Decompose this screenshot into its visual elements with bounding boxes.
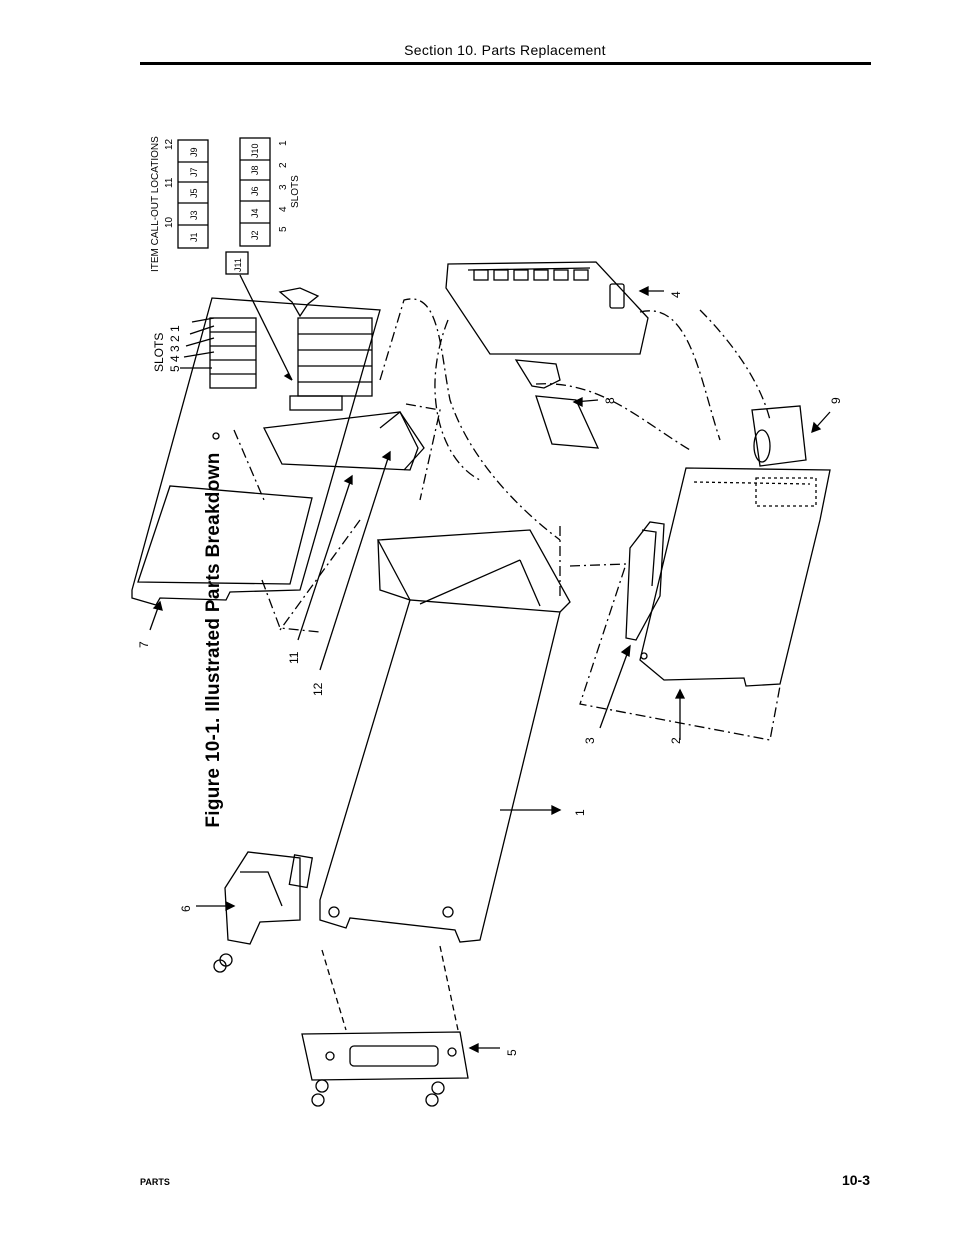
legend-slot-2: 2: [278, 162, 289, 168]
legend-slot-5: 5: [278, 226, 289, 232]
connector-block: [599, 521, 665, 729]
legend-bottom-row-frame: [239, 137, 271, 247]
board-slots-label: SLOTS: [152, 333, 166, 372]
legend-j10: J10: [250, 143, 260, 158]
legend-j5: J5: [189, 188, 199, 198]
legend-j11: J11: [233, 258, 243, 272]
callout-9: 9: [829, 397, 843, 404]
legend-j7: J7: [189, 167, 199, 177]
callout-3: 3: [583, 737, 597, 744]
legend-top-number-10: 10: [164, 216, 175, 228]
footer-section-label: PARTS: [140, 1177, 170, 1187]
header-rule: [140, 62, 871, 65]
legend-top-row-frame: [177, 139, 209, 249]
page-number: 10-3: [841, 1172, 870, 1188]
callout-6: 6: [179, 905, 193, 912]
speaker-cylinder: [751, 405, 831, 467]
legend-j1: J1: [189, 232, 199, 242]
leader-lines: [149, 450, 391, 671]
callout-8: 8: [603, 397, 617, 404]
chassis-housing: [288, 529, 571, 943]
page-header-title: Section 10. Parts Replacement: [404, 42, 606, 58]
main-circuit-board: [131, 287, 425, 606]
legend-j4: J4: [250, 208, 260, 218]
callout-legend: ITEM CALL-OUT LOCATIONS 10 11 12 J1 J3 J…: [150, 136, 301, 381]
front-bracket: [196, 851, 301, 973]
ribbon-cable: [514, 359, 600, 449]
legend-j2: J2: [250, 230, 260, 240]
callout-4: 4: [669, 291, 683, 298]
callout-7: 7: [137, 641, 151, 648]
legend-j8: J8: [250, 165, 260, 175]
legend-slot-4: 4: [278, 206, 289, 212]
callout-5: 5: [505, 1049, 519, 1056]
legend-title: ITEM CALL-OUT LOCATIONS: [150, 136, 161, 272]
figure-caption: Figure 10-1. Illustrated Parts Breakdown: [203, 452, 224, 828]
board-slot-numbers: 5 4 3 2 1: [168, 325, 182, 372]
legend-j11-box: [225, 251, 249, 275]
legend-slots-label: SLOTS: [290, 175, 301, 208]
board-slot-arrows: [180, 317, 215, 369]
legend-slot-3: 3: [278, 184, 289, 190]
power-supply-board: [639, 467, 831, 740]
callout-11: 11: [287, 651, 301, 664]
callout-2: 2: [669, 737, 683, 744]
callout-12: 12: [311, 682, 325, 696]
legend-top-number-12: 12: [164, 138, 175, 150]
rear-panel: [301, 945, 500, 1107]
legend-j3: J3: [189, 210, 199, 220]
legend-top-number-11: 11: [164, 177, 175, 188]
callout-1: 1: [573, 809, 587, 816]
keyboard-module: [445, 261, 664, 355]
assembly-guide-lines: [233, 298, 781, 741]
legend-j6: J6: [250, 186, 260, 196]
legend-j9: J9: [189, 147, 199, 157]
legend-slot-1: 1: [278, 140, 289, 146]
